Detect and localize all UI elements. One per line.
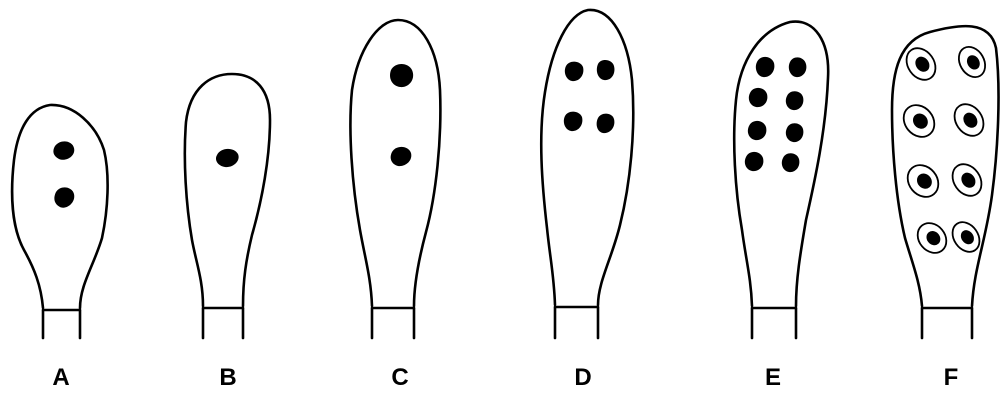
nucleus <box>597 60 615 80</box>
panel-a <box>12 105 107 338</box>
stalk <box>752 308 796 338</box>
stalk <box>203 308 243 338</box>
ascospore <box>947 159 988 202</box>
panel-c <box>350 20 440 338</box>
nucleus <box>216 149 239 167</box>
ascospore <box>949 99 990 142</box>
ascospore <box>947 217 985 257</box>
nucleus <box>786 123 804 142</box>
ascospore <box>912 217 952 258</box>
panel-label-b: B <box>219 364 236 391</box>
ascospore <box>897 99 940 143</box>
nucleus <box>564 112 583 131</box>
nucleus <box>749 88 768 107</box>
nucleus <box>565 62 584 81</box>
nucleus <box>54 187 74 207</box>
stalk <box>372 308 414 338</box>
panel-label-e: E <box>765 364 781 391</box>
panel-label-f: F <box>944 364 959 391</box>
panel-f <box>892 26 999 338</box>
ascospore <box>901 159 944 203</box>
panel-label-d: D <box>574 364 591 391</box>
nucleus <box>53 141 74 159</box>
panel-label-c: C <box>391 364 408 391</box>
panel-e <box>734 22 828 338</box>
stalk <box>922 308 972 338</box>
nucleus <box>390 64 413 87</box>
ascospore <box>954 42 991 82</box>
nucleus <box>789 57 807 77</box>
ascus-outline <box>185 74 270 306</box>
nucleus <box>786 91 804 110</box>
nucleus <box>748 121 767 140</box>
panel-b <box>185 74 270 338</box>
stalk <box>43 310 80 338</box>
nucleus <box>782 153 800 172</box>
panel-label-a: A <box>52 364 69 391</box>
ascus-outline <box>541 10 633 305</box>
nucleus <box>756 57 775 77</box>
panel-d <box>541 10 633 338</box>
nucleus <box>391 147 412 166</box>
nucleus <box>597 114 615 133</box>
stalk <box>555 307 598 338</box>
nucleus <box>745 152 764 171</box>
